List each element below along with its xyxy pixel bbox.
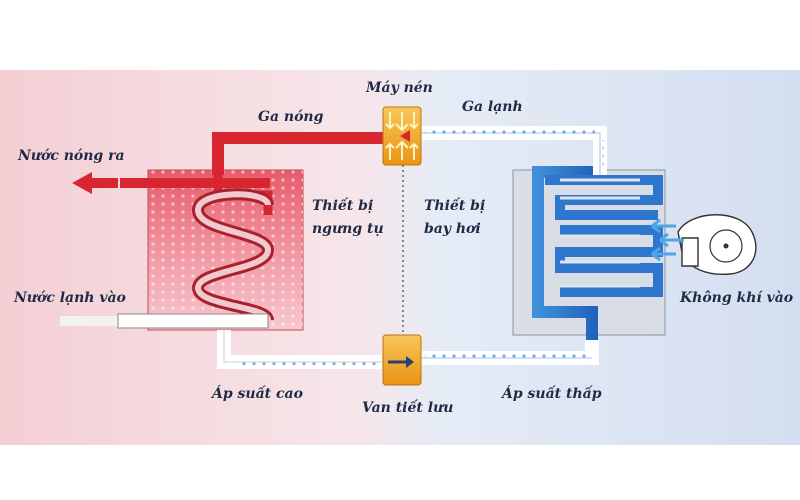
high-pressure-label: Áp suất cao <box>210 384 303 402</box>
evaporator-label-line1: Thiết bị <box>424 196 485 214</box>
compressor-label: Máy nén <box>365 80 433 96</box>
low-pressure-label: Áp suất thấp <box>500 384 602 402</box>
hot-water-out-pipe <box>72 172 270 194</box>
cold-gas-label: Ga lạnh <box>462 99 523 115</box>
condenser-label-line1: Thiết bị <box>312 196 373 214</box>
condenser-coil <box>191 188 275 323</box>
air-in-arrows <box>651 218 684 262</box>
cold-water-in-label: Nước lạnh vào <box>13 290 126 306</box>
air-in-label: Không khí vào <box>679 290 793 306</box>
expansion-valve-label: Van tiết lưu <box>362 398 453 416</box>
cold-gas-pipe <box>418 126 607 175</box>
evaporator-label-line2: bay hơi <box>424 221 481 237</box>
air-fan-icon <box>677 214 757 275</box>
expansion-valve <box>382 334 422 386</box>
evaporator <box>512 138 666 356</box>
compressor <box>382 106 422 166</box>
high-pressure-line <box>217 330 382 369</box>
hot-water-out-label: Nước nóng ra <box>17 148 125 164</box>
cold-water-in-pipe <box>60 313 269 329</box>
condenser-label-line2: ngưng tụ <box>312 221 384 237</box>
low-pressure-line <box>420 340 599 365</box>
hot-gas-label: Ga nóng <box>258 109 324 125</box>
